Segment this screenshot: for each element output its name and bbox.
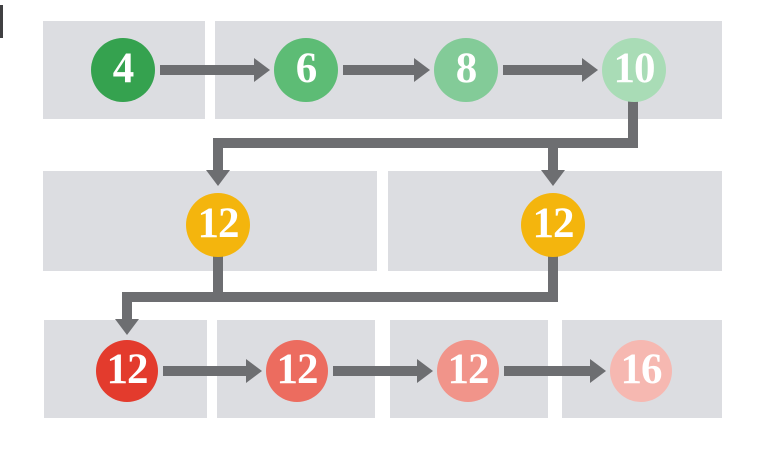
arrowhead-icon (414, 58, 430, 82)
arrow-12-to-12b (333, 359, 433, 383)
branch-10-to-left-12-line (213, 101, 638, 170)
arrow-8-to-10 (503, 58, 598, 82)
arrowhead-icon (246, 359, 262, 383)
arrowhead-icon (417, 359, 433, 383)
arrow-6-to-8 (343, 58, 430, 82)
branch-10-to-left-12 (206, 101, 638, 186)
value-node: 4 (91, 38, 155, 102)
merge-12s-to-red-12 (115, 256, 558, 335)
arrowhead-icon (582, 58, 598, 82)
value-node: 12 (96, 340, 158, 402)
value-node: 12 (437, 340, 499, 402)
arrowhead-icon (254, 58, 270, 82)
arrowhead-icon (590, 359, 606, 383)
arrowhead-icon (206, 170, 230, 186)
value-node: 10 (602, 38, 666, 102)
value-node: 12 (266, 340, 328, 402)
value-node: 12 (186, 193, 250, 257)
value-node: 8 (434, 38, 498, 102)
arrowhead-icon (541, 170, 565, 186)
left-edge-mark (0, 5, 3, 38)
arrow-12-to-16 (504, 359, 606, 383)
merge-12s-to-red-12-line (122, 256, 558, 319)
value-node: 16 (610, 340, 672, 402)
arrow-12-to-12a (163, 359, 262, 383)
value-node: 12 (521, 193, 585, 257)
branch-10-to-right-12 (541, 143, 565, 186)
arrowhead-icon (115, 319, 139, 335)
arrow-4-to-6 (160, 58, 270, 82)
value-node: 6 (274, 38, 338, 102)
